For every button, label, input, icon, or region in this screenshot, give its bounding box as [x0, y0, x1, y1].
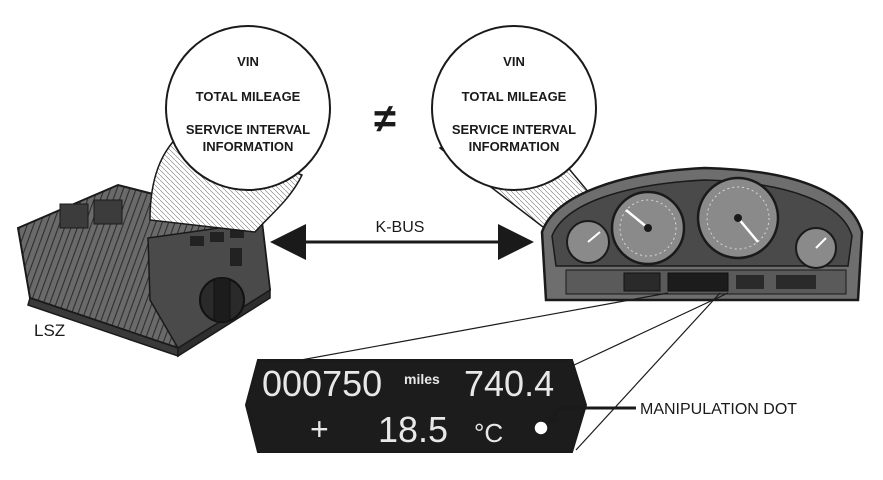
- temperature-value: 18.5: [378, 409, 448, 450]
- right-bubble-line2: TOTAL MILEAGE: [462, 89, 567, 104]
- cluster-lcd: [667, 272, 729, 292]
- zoom-line: [571, 292, 729, 367]
- right-bubble-line3: SERVICE INTERVAL: [452, 122, 576, 137]
- odometer-value: 000750: [262, 363, 382, 404]
- temperature-sign: +: [310, 411, 329, 447]
- zoom-line: [575, 292, 721, 451]
- not-equal-symbol: ≠: [374, 97, 396, 141]
- temperature-unit: °C: [474, 418, 503, 448]
- module-label: LSZ: [34, 321, 65, 340]
- odometer-unit: miles: [404, 371, 440, 387]
- callout-arrowhead: [546, 412, 560, 424]
- manipulation-dot: [533, 420, 549, 436]
- callout-label: MANIPULATION DOT: [640, 401, 797, 418]
- left-bubble-line1: VIN: [237, 54, 259, 69]
- right-bubble-line4: INFORMATION: [469, 139, 560, 154]
- left-bubble-line2: TOTAL MILEAGE: [196, 89, 301, 104]
- bus-label: K-BUS: [376, 219, 425, 236]
- left-bubble-line4: INFORMATION: [203, 139, 294, 154]
- instrument-cluster: [540, 166, 864, 302]
- odometer-display: [244, 359, 588, 453]
- left-bubble: [149, 25, 331, 233]
- right-bubble-line1: VIN: [503, 54, 525, 69]
- zoom-line: [267, 292, 669, 367]
- trip-value: 740.4: [464, 363, 554, 404]
- left-bubble-line3: SERVICE INTERVAL: [186, 122, 310, 137]
